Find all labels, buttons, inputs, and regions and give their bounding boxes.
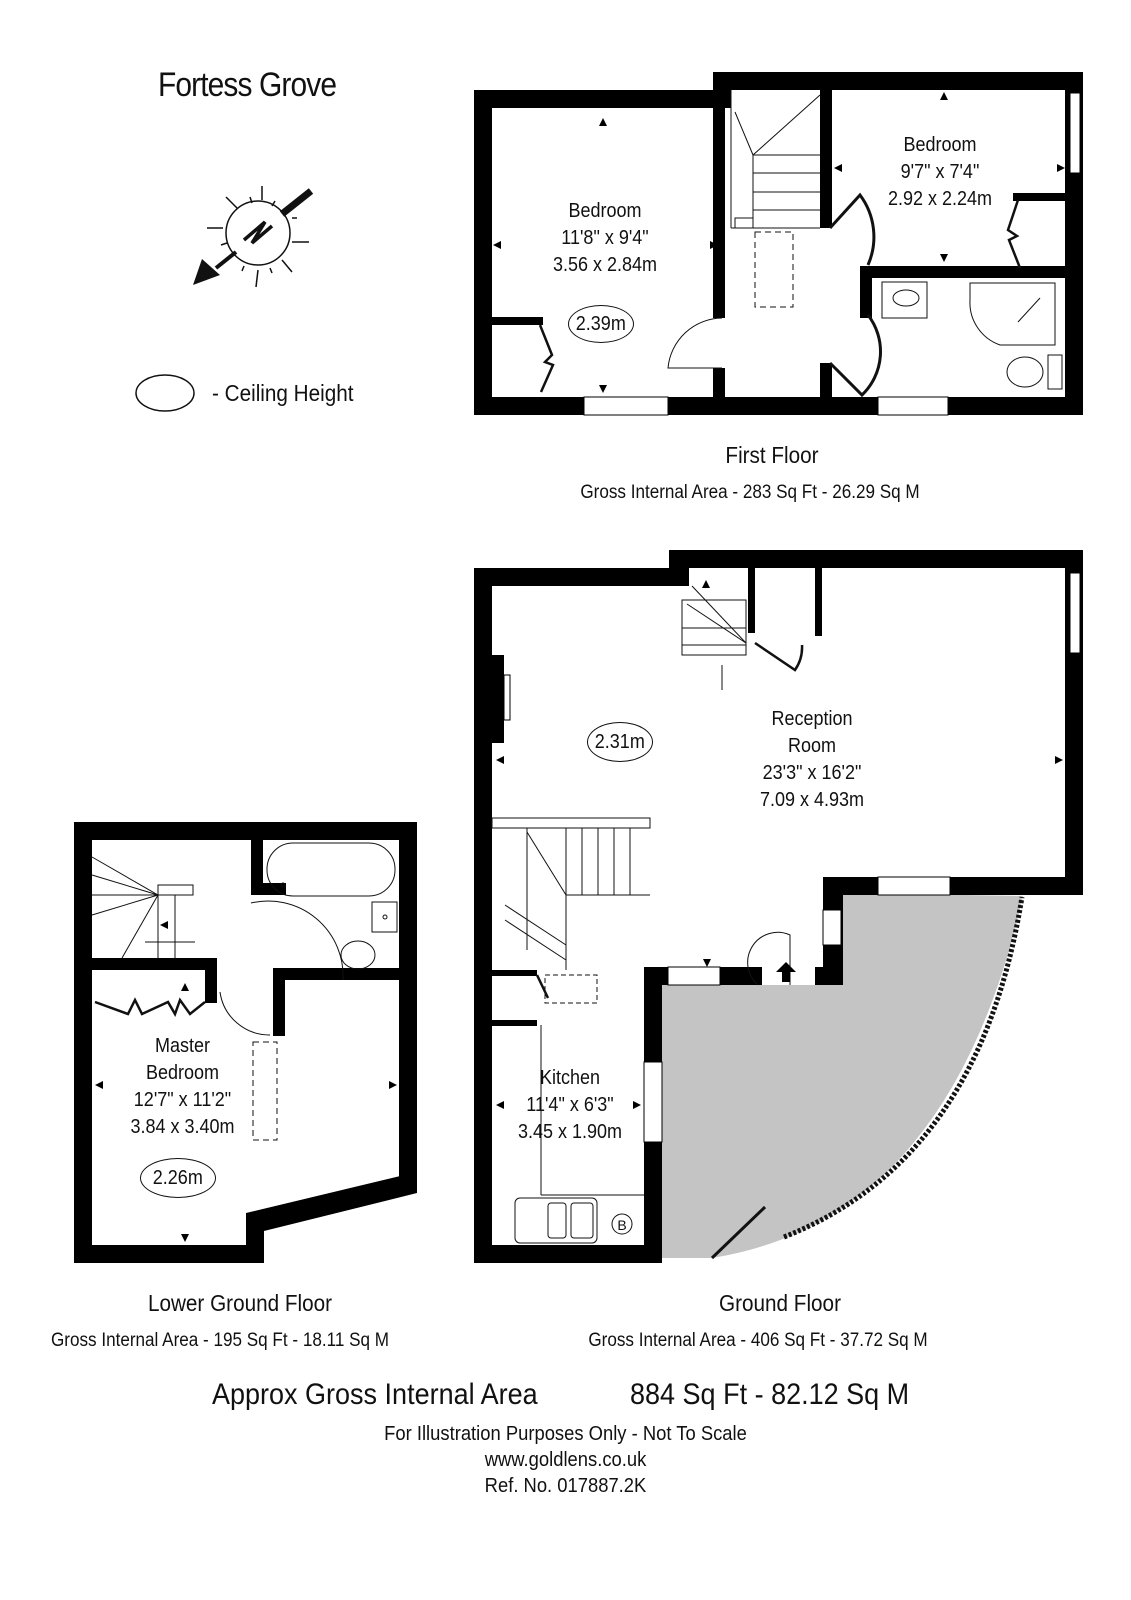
website-link[interactable]: www.goldlens.co.uk <box>484 1449 647 1471</box>
floor-name-lower-ground: Lower Ground Floor <box>147 1290 333 1316</box>
room-label-reception: Reception Room 23'3" x 16'2" 7.09 x 4.93… <box>759 708 865 811</box>
floor-gia-ground: Gross Internal Area - 406 Sq Ft - 37.72 … <box>588 1330 928 1351</box>
disclaimer: For Illustration Purposes Only - Not To … <box>384 1423 747 1445</box>
ceiling-height-badge: 2.39m <box>568 305 634 343</box>
first-floor-plan <box>474 72 1083 416</box>
ceiling-height-badge: 2.26m <box>140 1158 216 1198</box>
ground-floor-plan <box>474 550 1083 1263</box>
room-label-bedroom-2: Bedroom 9'7" x 7'4" 2.92 x 2.24m <box>887 134 993 210</box>
lower-ground-floor-plan <box>74 822 417 1263</box>
floor-name-ground: Ground Floor <box>719 1290 841 1316</box>
floor-gia-first: Gross Internal Area - 283 Sq Ft - 26.29 … <box>580 482 920 503</box>
patio-area <box>662 893 1025 1260</box>
total-area-label: Approx Gross Internal Area <box>212 1378 538 1411</box>
reference-number: Ref. No. 017887.2K <box>484 1475 647 1497</box>
ceiling-height-badge: 2.31m <box>587 722 653 762</box>
footer-info: For Illustration Purposes Only - Not To … <box>0 1421 1131 1499</box>
floor-name-first: First Floor <box>725 442 819 468</box>
ceiling-height-legend-label: - Ceiling Height <box>212 380 354 406</box>
total-area-value: 884 Sq Ft - 82.12 Sq M <box>630 1378 910 1411</box>
north-compass-icon <box>193 186 314 288</box>
page-title: Fortess Grove <box>158 66 337 104</box>
room-label-kitchen: Kitchen 11'4" x 6'3" 3.45 x 1.90m <box>517 1067 623 1143</box>
boiler-icon: B <box>617 1217 626 1233</box>
room-label-bedroom-1: Bedroom 11'8" x 9'4" 3.56 x 2.84m <box>552 200 658 276</box>
room-label-master-bedroom: Master Bedroom 12'7" x 11'2" 3.84 x 3.40… <box>130 1035 235 1138</box>
floor-gia-lower-ground: Gross Internal Area - 195 Sq Ft - 18.11 … <box>50 1330 390 1351</box>
ceiling-height-legend-icon <box>135 374 195 412</box>
